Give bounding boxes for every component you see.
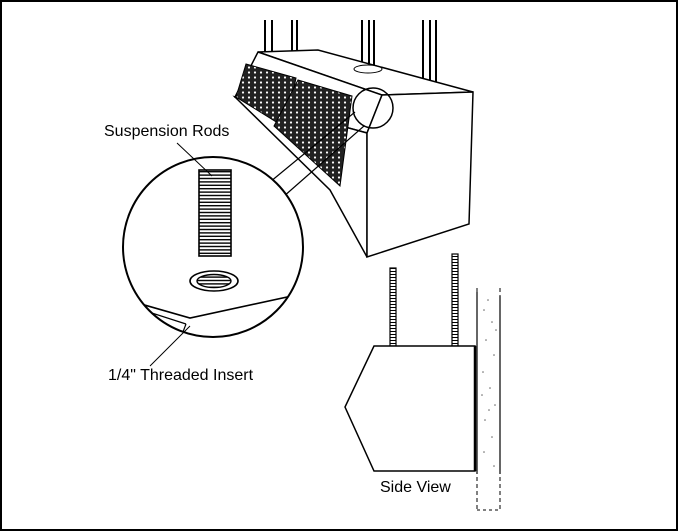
detail-callout-circle [352, 87, 394, 129]
threaded-insert-label: 1/4" Threaded Insert [108, 367, 254, 384]
side-rod-right [451, 253, 459, 347]
side-view-label: Side View [380, 479, 451, 496]
wall-section [476, 288, 501, 511]
hood-side-panel [366, 91, 474, 259]
hood-main-view [232, 20, 474, 259]
leader-suspension-rods [176, 142, 213, 177]
side-view [344, 253, 501, 511]
filter-panel-right [273, 79, 353, 188]
side-hood-profile [344, 345, 476, 472]
side-rod-left [389, 267, 397, 347]
callout-line-lower [282, 125, 365, 198]
top-fitting [353, 64, 383, 74]
threaded-rod [198, 169, 232, 257]
callout-line-upper [269, 111, 356, 183]
magnified-detail [122, 156, 304, 338]
leader-threaded-insert [149, 325, 191, 367]
suspension-rods-label: Suspension Rods [104, 123, 230, 140]
